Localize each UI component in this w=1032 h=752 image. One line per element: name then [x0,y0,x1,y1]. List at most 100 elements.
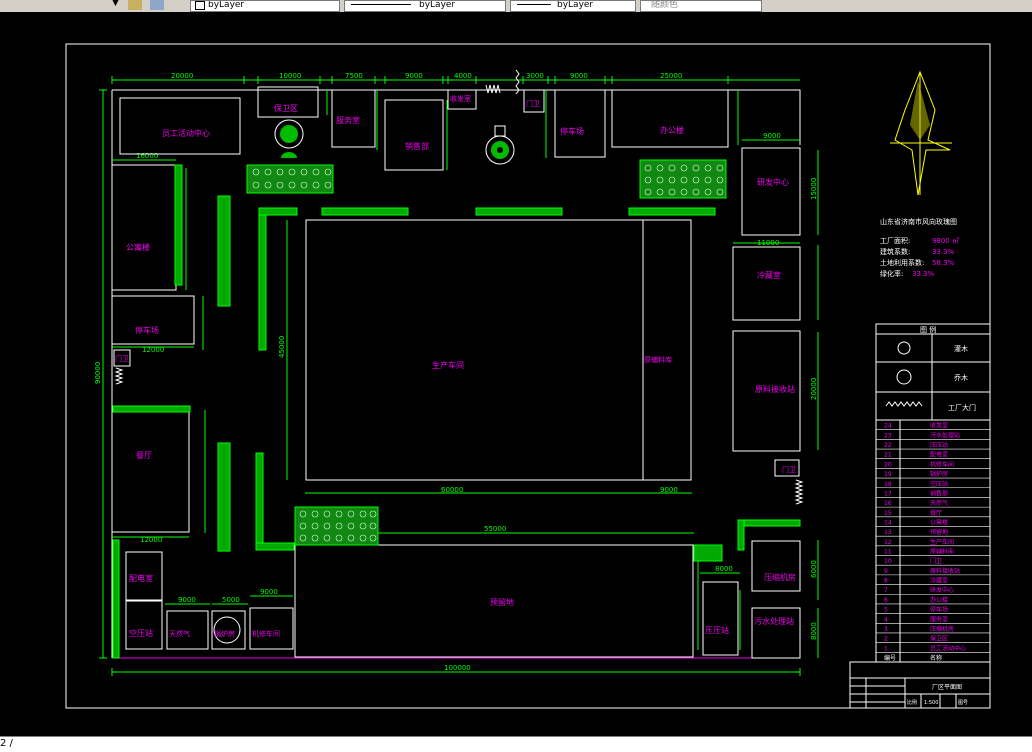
hedge [217,442,231,552]
color-select[interactable]: byLayer [190,0,340,12]
building-sales [384,99,444,171]
schedule-name: 原料接收站 [930,567,960,575]
schedule-name: 配电室 [930,451,948,459]
hedge [321,207,409,216]
label-air: 空压站 [129,628,153,638]
dropdown-arrow-icon[interactable]: ▼ [112,0,119,8]
color-swatch-icon [195,1,205,10]
gate-icon [794,479,804,505]
stat-label: 绿化率: [880,269,903,278]
legend-title: 图 例 [920,325,936,334]
label-raw-material: 原辅料库 [644,355,672,364]
label-canteen: 餐厅 [136,451,152,460]
hedge [217,195,231,307]
plotstyle-select[interactable]: 随颜色 [640,0,762,12]
label-parking-top: 停车场 [560,126,584,136]
dim-text: 11000 [757,239,779,247]
building-natural-gas [166,610,209,650]
schedule-name: 生产车间 [930,538,954,546]
schedule-no: 9 [884,568,888,575]
schedule-no: 6 [884,597,888,604]
hedge [174,164,183,286]
schedule-name: 保卫区 [930,635,948,643]
layer-manager-icon[interactable] [128,0,142,10]
label-gate-right: 门卫 [782,465,796,474]
schedule-no: 4 [884,616,888,623]
schedule-no: 2 [884,636,888,643]
label-apartment: 公寓楼 [126,242,150,252]
dim-text: 20000 [810,378,818,400]
tree-icon [280,125,298,143]
schedule-no: 20 [884,461,892,468]
dim-text: 8000 [715,565,733,573]
drawing-canvas[interactable]: 20000 10000 7500 9000 4000 3000 9000 250… [0,12,1032,736]
shrub-patch [246,164,334,194]
dim-text: 6000 [810,560,818,578]
schedule-no: 21 [884,452,892,459]
lineweight-sample-icon [517,4,551,5]
dim-text: 12000 [142,346,164,354]
label-material-receiving: 原料接收站 [755,384,795,394]
shrub-dots [252,164,724,542]
building-labels: 员工活动中心 保卫区 服务室 销售部 收发室 门卫 停车场 办公楼 研发中心 公… [115,94,796,638]
dim-text: 9000 [178,596,196,604]
hedge [693,544,723,562]
building-material [732,330,801,452]
building-parking-left [111,295,195,345]
label-repair: 机修车间 [252,629,280,638]
dim-text: 9000 [763,132,781,140]
schedule-name: 服务室 [930,615,948,623]
title-block-cell: 比例 [907,699,917,706]
schedule-no: 16 [884,500,892,507]
legend-box: 图 例 灌木 乔木 工厂大门 [875,323,991,421]
label-natural-gas: 天然气 [169,629,190,638]
properties-toolbar: ▼ byLayer byLayer byLayer 随颜色 [0,0,1032,13]
schedule-no: 23 [884,432,892,439]
dim-text: 20000 [171,72,193,80]
dim-text: 25000 [660,72,682,80]
dim-text: 10000 [279,72,301,80]
dim-text: 55000 [484,525,506,533]
building-repair [249,607,294,650]
label-rnd: 研发中心 [757,177,789,187]
schedule-name: 冷藏室 [930,577,948,585]
legend-item: 灌木 [954,344,968,353]
building-pressure [702,581,739,656]
site-plan-drawing: 20000 10000 7500 9000 4000 3000 9000 250… [65,43,991,709]
linetype-select[interactable]: byLayer [344,0,506,12]
shrub-patch [294,506,379,546]
tree-symbols [274,119,515,165]
hedge [258,207,298,216]
hedge [112,539,120,659]
lineweight-select[interactable]: byLayer [510,0,636,12]
command-line[interactable]: 2 / [0,736,1032,752]
building-gate [523,89,545,113]
title-block-cell: 图号 [958,700,968,706]
schedule-no: 8 [884,578,888,585]
label-reception: 收发室 [450,94,471,103]
schedule-name: 名称 [930,654,942,662]
label-pressure: 压压站 [705,625,729,635]
building-sewage [751,607,801,659]
building-staff-center [119,97,241,155]
label-gate: 门卫 [526,99,540,108]
dim-text: 7500 [345,72,363,80]
label-office: 办公楼 [660,125,684,135]
building-gate-left [113,349,131,367]
hedge [112,405,191,413]
schedule-no: 11 [884,549,892,556]
schedule-name: 餐厅 [930,509,942,517]
schedule-name: 锅炉房 [930,470,948,478]
gate-symbols [114,69,804,505]
schedule-no: 14 [884,519,892,526]
gate-icon [485,84,501,94]
schedule-no: 7 [884,587,888,594]
schedule-no: 22 [884,442,892,449]
schedule-no: 1 [884,645,888,652]
label-health: 保卫区 [274,103,298,113]
dimension-texts: 20000 10000 7500 9000 4000 3000 9000 250… [94,72,818,672]
shrub-patch [639,159,727,199]
layer-previous-icon[interactable] [150,0,164,10]
dim-text: 9000 [405,72,423,80]
dim-text: 9000 [660,486,678,494]
